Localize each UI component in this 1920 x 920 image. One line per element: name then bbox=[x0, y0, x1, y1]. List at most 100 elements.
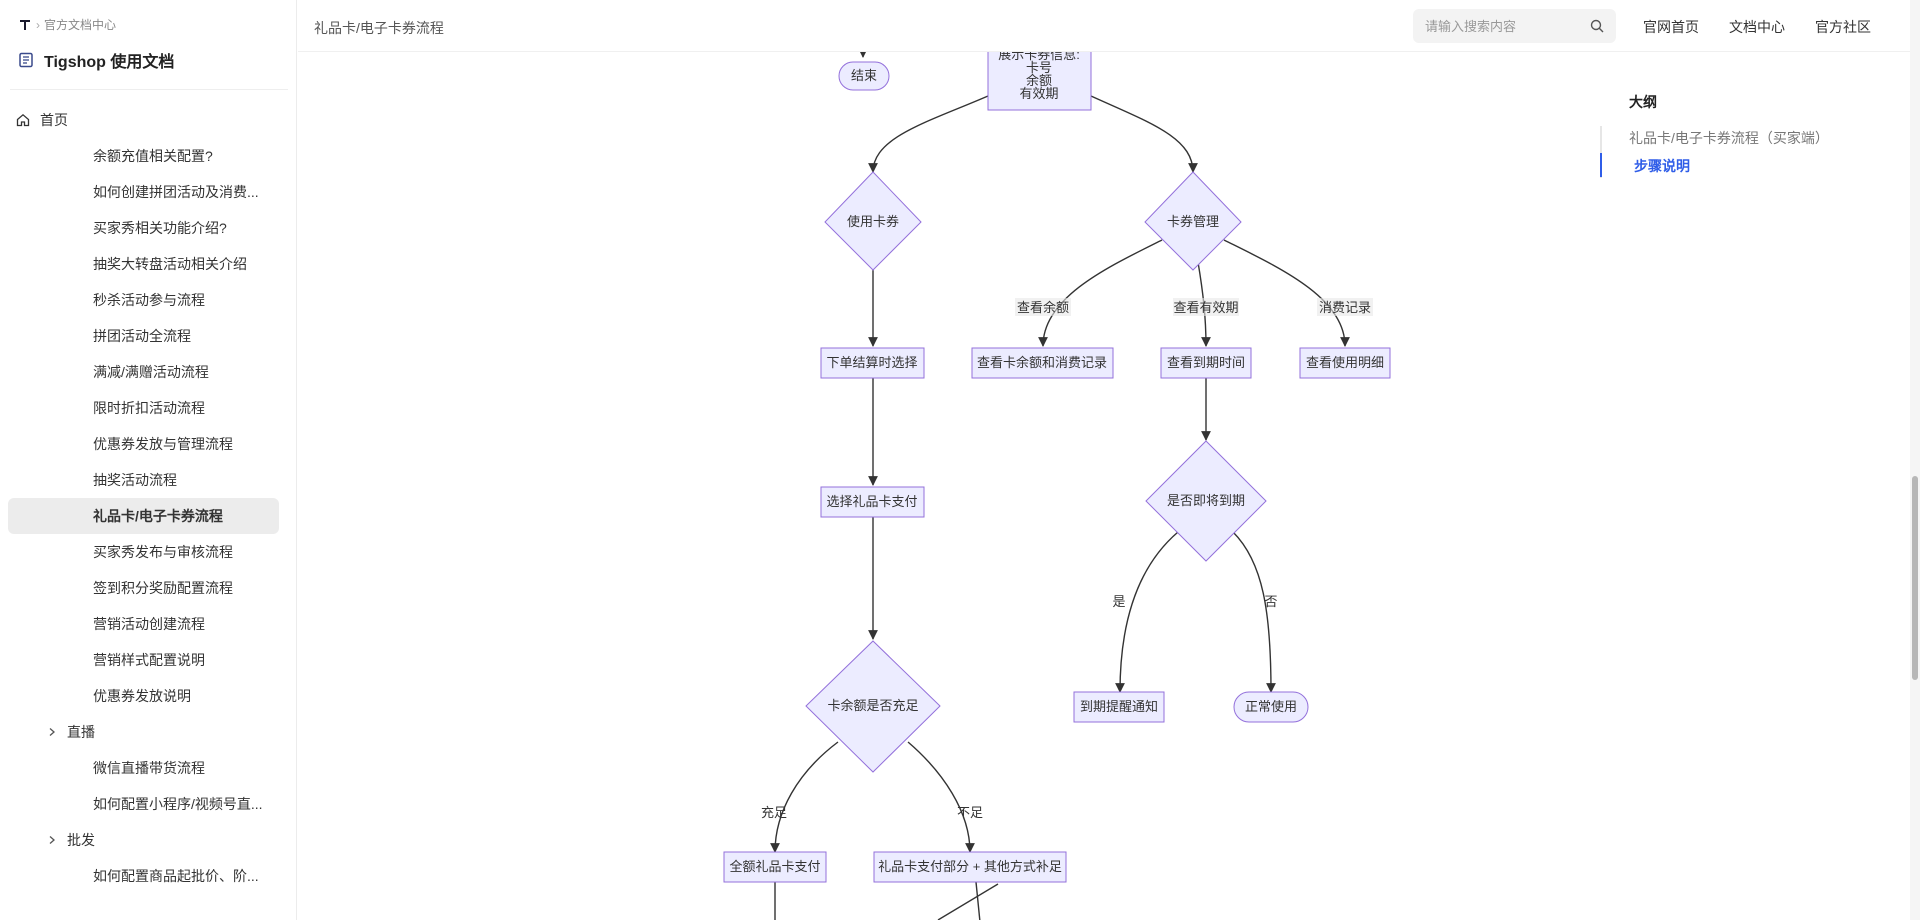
edge-not-enough bbox=[907, 741, 975, 853]
sidebar-item-label: 优惠券发放说明 bbox=[93, 688, 191, 704]
scrollbar-thumb[interactable] bbox=[1912, 476, 1918, 680]
edge-label-consume-record: 消费记录 bbox=[1319, 300, 1371, 315]
sidebar-item[interactable]: 买家秀相关功能介绍? bbox=[0, 210, 296, 246]
sidebar-item[interactable]: 如何配置商品起批价、阶... bbox=[0, 858, 296, 894]
node-use-card[interactable] bbox=[824, 171, 922, 271]
sidebar-item-label: 首页 bbox=[40, 112, 68, 128]
link-doc-center[interactable]: 文档中心 bbox=[1729, 19, 1785, 35]
node-checkout-select[interactable] bbox=[820, 347, 925, 379]
sidebar-group-wholesale[interactable]: 批发 bbox=[0, 822, 296, 858]
node-view-expiry-label: 查看到期时间 bbox=[1167, 355, 1245, 370]
sidebar-item-label: 买家秀相关功能介绍? bbox=[93, 220, 227, 236]
sidebar-item[interactable]: 微信直播带货流程 bbox=[0, 750, 296, 786]
node-end[interactable] bbox=[838, 61, 890, 91]
sidebar-item-label: 抽奖活动流程 bbox=[93, 472, 177, 488]
sidebar-item[interactable]: 满减/满赠活动流程 bbox=[0, 354, 296, 390]
breadcrumb[interactable]: › 官方文档中心 bbox=[18, 16, 116, 33]
sidebar-item-active[interactable]: 礼品卡/电子卡券流程 bbox=[8, 498, 279, 534]
edge-label-not-enough: 不足 bbox=[957, 805, 983, 820]
site-title[interactable]: Tigshop 使用文档 bbox=[18, 48, 174, 72]
sidebar-item[interactable]: 买家秀发布与审核流程 bbox=[0, 534, 296, 570]
logo-icon bbox=[20, 19, 30, 30]
node-normal-use-label: 正常使用 bbox=[1245, 699, 1297, 714]
outline-item[interactable]: 礼品卡/电子卡券流程（买家端） bbox=[1629, 130, 1829, 146]
chevron-right-icon bbox=[49, 836, 55, 844]
sidebar-item-label: 抽奖大转盘活动相关介绍 bbox=[93, 256, 247, 272]
sidebar-item[interactable]: 余额充值相关配置? bbox=[0, 138, 296, 174]
chevron-right-icon bbox=[49, 728, 55, 736]
search-box[interactable] bbox=[1413, 9, 1616, 43]
sidebar-item-label: 签到积分奖励配置流程 bbox=[93, 580, 233, 596]
sidebar-item-label: 营销活动创建流程 bbox=[93, 616, 205, 632]
outline-title: 大纲 bbox=[1629, 94, 1657, 110]
node-end-label: 结束 bbox=[851, 68, 877, 83]
node-show-info-line: 余额 bbox=[1026, 73, 1052, 88]
sidebar-item-label: 限时折扣活动流程 bbox=[93, 400, 205, 416]
sidebar-group-label: 直播 bbox=[67, 724, 95, 740]
sidebar-item[interactable]: 拼团活动全流程 bbox=[0, 318, 296, 354]
edge-enough bbox=[770, 741, 839, 853]
sidebar-item-label: 营销样式配置说明 bbox=[93, 652, 205, 668]
node-show-info-line: 卡号 bbox=[1026, 60, 1052, 75]
node-view-balance[interactable] bbox=[971, 347, 1114, 379]
sidebar-item[interactable]: 签到积分奖励配置流程 bbox=[0, 570, 296, 606]
sidebar-item[interactable]: 秒杀活动参与流程 bbox=[0, 282, 296, 318]
top-nav-links: 官网首页 文档中心 官方社区 bbox=[1643, 17, 1871, 37]
home-icon bbox=[16, 113, 30, 127]
node-expiry-notice[interactable] bbox=[1073, 691, 1165, 723]
flowchart-edges bbox=[770, 52, 1350, 920]
breadcrumb-label[interactable]: 官方文档中心 bbox=[44, 18, 117, 32]
node-partial-pay[interactable] bbox=[873, 851, 1067, 883]
sidebar-item[interactable]: 如何配置小程序/视频号直... bbox=[0, 786, 296, 822]
link-community[interactable]: 官方社区 bbox=[1815, 19, 1871, 35]
node-show-info[interactable] bbox=[987, 52, 1092, 111]
sidebar-item-label: 优惠券发放与管理流程 bbox=[93, 436, 233, 452]
node-normal-use[interactable] bbox=[1233, 691, 1309, 723]
sidebar-item[interactable]: 抽奖活动流程 bbox=[0, 462, 296, 498]
node-is-expiring[interactable] bbox=[1145, 440, 1267, 562]
sidebar-item[interactable]: 限时折扣活动流程 bbox=[0, 390, 296, 426]
node-select-pay[interactable] bbox=[820, 486, 925, 518]
page-scrollbar[interactable] bbox=[1910, 0, 1920, 920]
topbar: 礼品卡/电子卡券流程 官网首页 文档中心 官方社区 bbox=[298, 0, 1920, 52]
node-view-balance-label: 查看卡余额和消费记录 bbox=[977, 355, 1107, 370]
breadcrumb-separator-icon: › bbox=[36, 17, 40, 32]
edge-labels: 查看余额 查看有效期 消费记录 是 否 充足 不足 bbox=[761, 298, 1373, 820]
divider bbox=[10, 89, 288, 90]
outline-item-active[interactable]: 步骤说明 bbox=[1634, 158, 1690, 174]
node-view-detail[interactable] bbox=[1299, 347, 1391, 379]
node-full-pay-label: 全额礼品卡支付 bbox=[729, 859, 820, 874]
edge-manage-to-balance bbox=[1038, 239, 1163, 347]
edge-label-bg bbox=[1015, 298, 1071, 316]
sidebar-item-label: 微信直播带货流程 bbox=[93, 760, 205, 776]
sidebar-nav: 首页 余额充值相关配置? 如何创建拼团活动及消费... 买家秀相关功能介绍? 抽… bbox=[0, 102, 296, 894]
sidebar-item[interactable]: 如何创建拼团活动及消费... bbox=[0, 174, 296, 210]
node-card-manage[interactable] bbox=[1144, 171, 1242, 271]
edge-yes bbox=[1115, 531, 1179, 693]
flowchart: 查看余额 查看有效期 消费记录 是 否 充足 不足 bbox=[298, 52, 1598, 920]
sidebar-group-live[interactable]: 直播 bbox=[0, 714, 296, 750]
node-view-expiry[interactable] bbox=[1160, 347, 1252, 379]
document-icon bbox=[19, 52, 33, 68]
sidebar-item[interactable]: 优惠券发放与管理流程 bbox=[0, 426, 296, 462]
edge-no bbox=[1232, 531, 1276, 693]
search-input[interactable] bbox=[1425, 18, 1575, 34]
sidebar: › 官方文档中心 Tigshop 使用文档 首页 余额充值相关配置? 如何创建拼… bbox=[0, 0, 297, 920]
node-card-manage-label: 卡券管理 bbox=[1167, 214, 1219, 229]
sidebar-item-label: 礼品卡/电子卡券流程 bbox=[93, 508, 223, 524]
sidebar-item-home[interactable]: 首页 bbox=[0, 102, 296, 138]
sidebar-item[interactable]: 优惠券发放说明 bbox=[0, 678, 296, 714]
sidebar-item[interactable]: 营销样式配置说明 bbox=[0, 642, 296, 678]
node-is-enough[interactable] bbox=[805, 640, 941, 773]
link-official-site[interactable]: 官网首页 bbox=[1643, 19, 1699, 35]
sidebar-item[interactable]: 抽奖大转盘活动相关介绍 bbox=[0, 246, 296, 282]
edge-label-check-balance: 查看余额 bbox=[1017, 300, 1069, 315]
sidebar-item[interactable]: 营销活动创建流程 bbox=[0, 606, 296, 642]
node-full-pay[interactable] bbox=[723, 851, 827, 883]
node-labels: 结束 展示卡券信息: 卡号 余额 有效期 使用卡券 卡券管理 下单结算时选择 查… bbox=[729, 52, 1384, 874]
edge-info-to-use bbox=[868, 95, 989, 173]
node-expiry-notice-label: 到期提醒通知 bbox=[1080, 699, 1158, 714]
node-is-expiring-label: 是否即将到期 bbox=[1167, 493, 1245, 508]
sidebar-item-label: 如何创建拼团活动及消费... bbox=[93, 184, 259, 200]
search-icon[interactable] bbox=[1590, 19, 1604, 33]
